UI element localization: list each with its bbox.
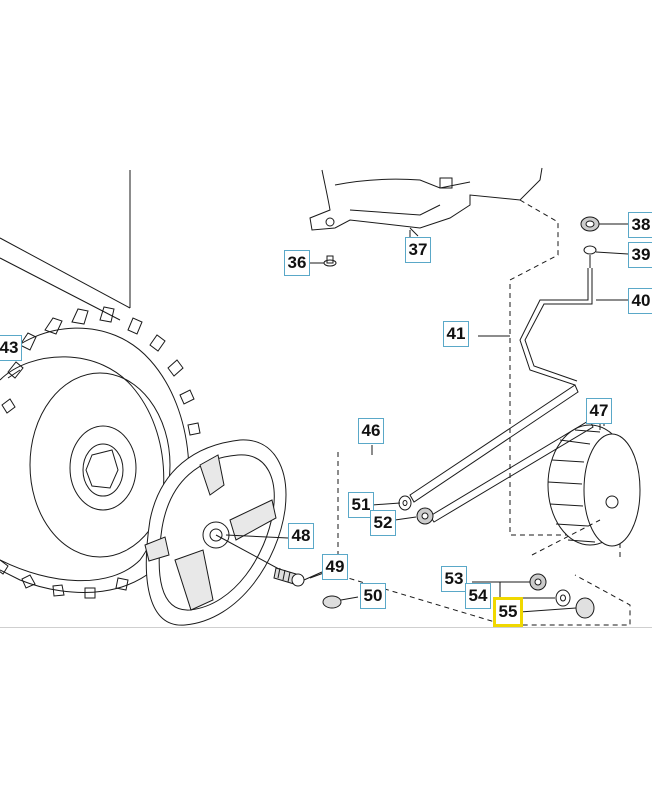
nut-53 [500,573,547,591]
hub-cap [144,439,291,626]
callout-38[interactable]: 38 [628,212,652,238]
nut-52 [416,507,434,525]
callout-40[interactable]: 40 [628,288,652,314]
wheel-bolt [409,384,594,523]
callout-37[interactable]: 37 [405,237,431,263]
axle-rod [519,255,628,386]
callout-51[interactable]: 51 [348,492,374,518]
washer-51 [398,495,412,511]
callout-48[interactable]: 48 [288,523,314,549]
screw-36 [323,255,337,267]
callout-54[interactable]: 54 [465,583,491,609]
callout-52[interactable]: 52 [370,510,396,536]
large-wheel [0,306,201,599]
hub-screw [273,567,323,587]
callout-46[interactable]: 46 [358,418,384,444]
nut-38 [580,216,628,232]
callout-50[interactable]: 50 [360,583,386,609]
housing-outline [0,170,131,321]
callout-43[interactable]: 43 [0,335,22,361]
callout-36[interactable]: 36 [284,250,310,276]
cap-55 [519,597,595,619]
washer-39 [583,245,629,255]
small-wheel [531,422,641,556]
upper-bracket [309,167,543,238]
callout-47[interactable]: 47 [586,398,612,424]
callout-49[interactable]: 49 [322,554,348,580]
callout-55-highlighted[interactable]: 55 [493,597,523,627]
bottom-rule [0,627,652,628]
callout-41[interactable]: 41 [443,321,469,347]
callout-39[interactable]: 39 [628,242,652,268]
callout-53[interactable]: 53 [441,566,467,592]
hub-cover-plug [322,595,359,609]
